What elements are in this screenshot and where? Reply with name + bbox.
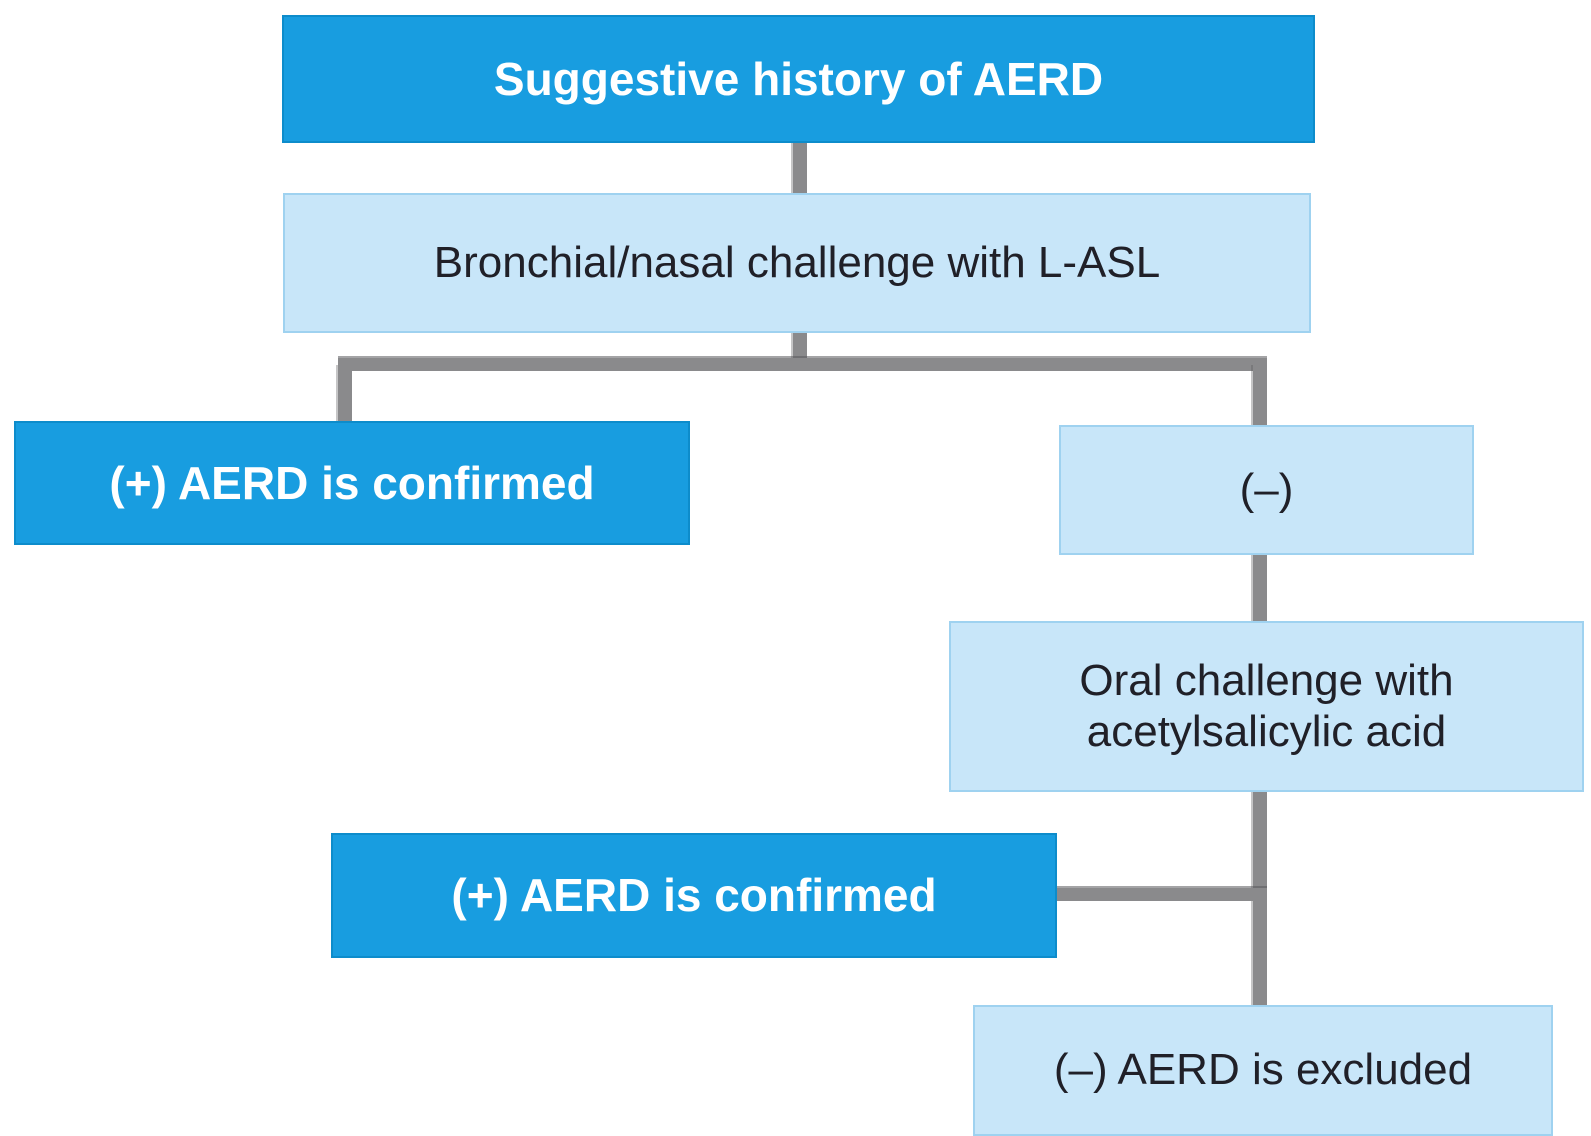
connector-branch-to-positive1: [338, 365, 352, 421]
node-negative-result-1: (–): [1059, 425, 1474, 555]
node-aerd-confirmed-1-label: (+) AERD is confirmed: [109, 456, 595, 509]
connector-negative1-to-oral: [1253, 555, 1267, 621]
node-aerd-confirmed-2: (+) AERD is confirmed: [331, 833, 1057, 958]
node-negative-result-1-label: (–): [1239, 464, 1294, 514]
node-oral-challenge-label: Oral challenge with acetylsalicylic acid: [1079, 655, 1454, 756]
node-suggestive-history-label: Suggestive history of AERD: [493, 52, 1104, 105]
connector-branch-horizontal: [338, 358, 1267, 371]
connector-branch-to-negative1: [1253, 365, 1267, 425]
node-bronchial-nasal-challenge: Bronchial/nasal challenge with L-ASL: [283, 193, 1311, 333]
connector-bronchial-to-branch: [793, 333, 807, 365]
node-aerd-excluded-label: (–) AERD is excluded: [1053, 1045, 1473, 1095]
node-aerd-confirmed-2-label: (+) AERD is confirmed: [451, 869, 937, 922]
node-oral-challenge: Oral challenge with acetylsalicylic acid: [949, 621, 1584, 792]
node-suggestive-history: Suggestive history of AERD: [282, 15, 1315, 143]
node-aerd-confirmed-1: (+) AERD is confirmed: [14, 421, 690, 545]
node-bronchial-nasal-challenge-label: Bronchial/nasal challenge with L-ASL: [433, 237, 1161, 287]
connector-history-to-bronchial: [793, 143, 807, 193]
node-aerd-excluded: (–) AERD is excluded: [973, 1005, 1553, 1136]
connector-positive2-to-trunk: [1055, 888, 1267, 901]
